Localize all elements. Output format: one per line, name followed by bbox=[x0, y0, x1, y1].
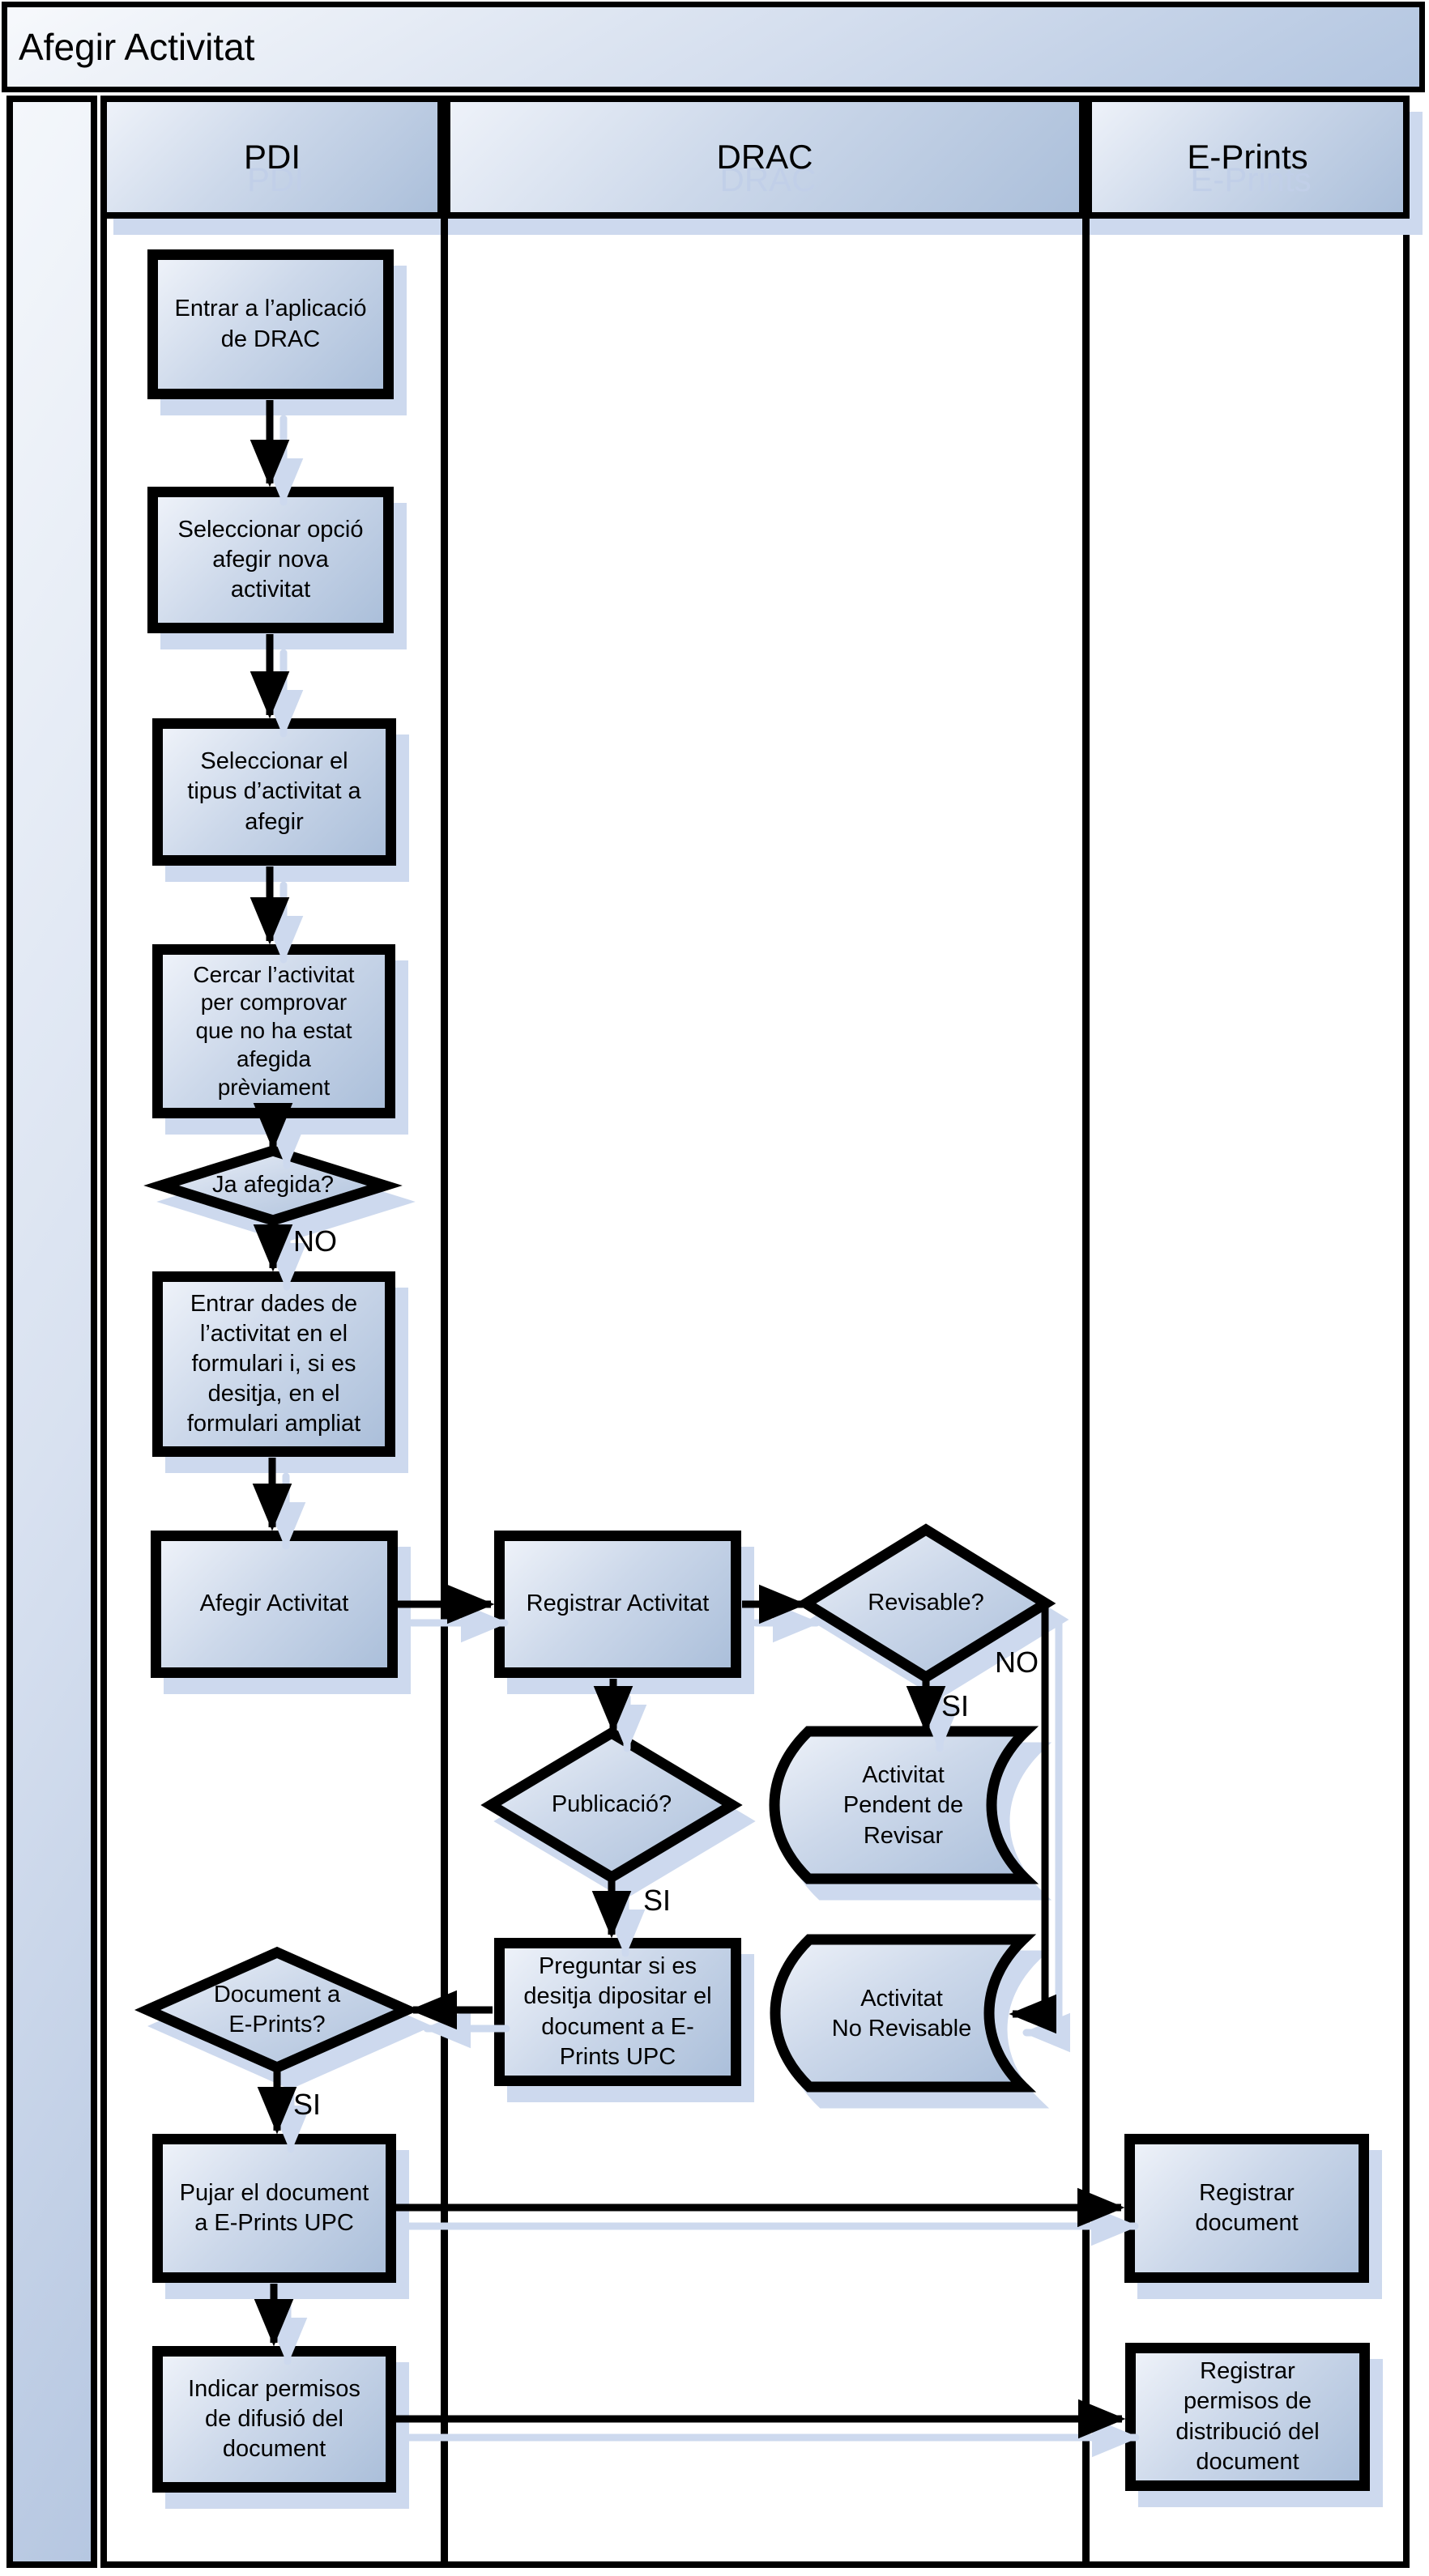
lane-divider-pdi-drac bbox=[441, 212, 448, 2568]
node-afegir-activitat: Afegir Activitat bbox=[151, 1531, 398, 1678]
node-registrar-permisos: Registrar permisos de distribució del do… bbox=[1125, 2343, 1370, 2491]
node-registrar-document: Registrar document bbox=[1124, 2134, 1369, 2283]
lane-divider-drac-eprints bbox=[1082, 212, 1090, 2568]
lane-label-eprints: E-Prints bbox=[1187, 138, 1308, 176]
lane-label-pdi: PDI bbox=[243, 138, 301, 176]
lane-label-drac: DRAC bbox=[716, 138, 813, 176]
node-preguntar-dipositar: Preguntar si es desitja dipositar el doc… bbox=[494, 1938, 741, 2086]
node-indicar-permisos: Indicar permisos de difusió del document bbox=[152, 2346, 396, 2493]
node-entrar-aplicacio: Entrar a l’aplicació de DRAC bbox=[147, 249, 394, 399]
node-seleccionar-tipus: Seleccionar el tipus d’activitat a afegi… bbox=[152, 718, 396, 866]
node-cercar-activitat: Cercar l’activitat per comprovar que no … bbox=[152, 944, 395, 1118]
node-entrar-dades: Entrar dades de l’activitat en el formul… bbox=[152, 1271, 395, 1457]
lane-header-drac: DRAC bbox=[444, 96, 1086, 219]
pool-title-bar: Afegir Activitat bbox=[2, 2, 1425, 92]
node-seleccionar-opcio: Seleccionar opció afegir nova activitat bbox=[147, 487, 394, 633]
node-registrar-activitat: Registrar Activitat bbox=[494, 1531, 741, 1678]
lane-header-eprints: E-Prints bbox=[1086, 96, 1410, 219]
pool-side-strip bbox=[6, 96, 97, 2568]
lane-header-pdi: PDI bbox=[100, 96, 444, 219]
node-pujar-document: Pujar el document a E-Prints UPC bbox=[152, 2134, 396, 2283]
page-title: Afegir Activitat bbox=[19, 26, 255, 68]
